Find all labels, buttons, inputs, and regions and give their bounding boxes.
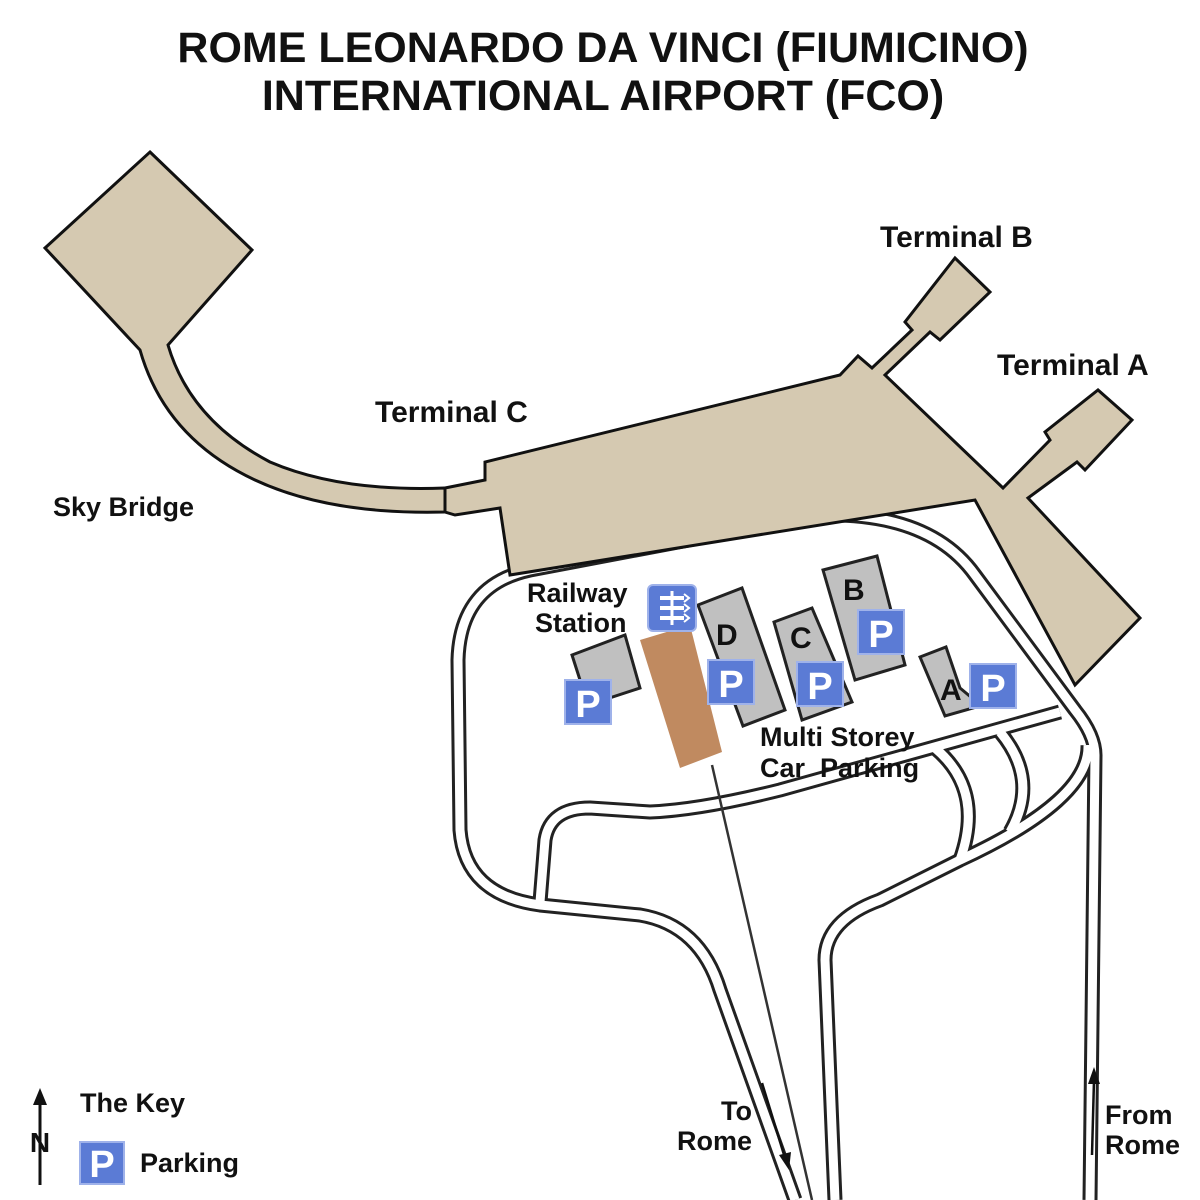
railway-station-icon[interactable] xyxy=(647,584,697,632)
railway-platform xyxy=(640,625,722,768)
from-rome-label-2: Rome xyxy=(1105,1130,1180,1160)
lot-d-label: D xyxy=(716,619,738,652)
to-rome-arrow-icon xyxy=(760,1082,791,1170)
svg-text:P: P xyxy=(807,666,832,708)
parking-icon[interactable]: P xyxy=(707,659,755,706)
parking-buildings xyxy=(570,554,983,728)
lot-b-label: B xyxy=(843,574,865,607)
sky-bridge-label: Sky Bridge xyxy=(53,492,194,522)
railway-station-label-1: Railway xyxy=(527,578,628,608)
sky-bridge-hub xyxy=(42,149,447,514)
car-park-label-1: Multi Storey xyxy=(760,722,915,752)
terminal-a-label: Terminal A xyxy=(997,349,1149,382)
key-parking-label: Parking xyxy=(140,1148,239,1178)
title-line-1: ROME LEONARDO DA VINCI (FIUMICINO) xyxy=(177,24,1028,72)
terminal-c-label: Terminal C xyxy=(375,396,528,429)
lot-a-label: A xyxy=(940,674,962,707)
terminal-b-label: Terminal B xyxy=(880,221,1033,254)
to-rome-label-2: Rome xyxy=(677,1126,752,1156)
terminal-c-building xyxy=(443,255,1143,688)
key-parking-icon: P xyxy=(79,1141,125,1186)
north-arrow-icon: N xyxy=(30,1088,50,1185)
parking-icon[interactable]: P xyxy=(564,679,612,726)
svg-text:P: P xyxy=(89,1144,114,1186)
railway-station-label-2: Station xyxy=(535,608,627,638)
parking-icon[interactable]: P xyxy=(969,663,1017,710)
road-network xyxy=(450,507,1103,1200)
svg-text:P: P xyxy=(980,668,1005,710)
railway-line xyxy=(710,764,814,1200)
svg-text:P: P xyxy=(868,614,893,656)
parking-icon[interactable]: P xyxy=(796,661,844,708)
to-rome-label-1: To xyxy=(721,1096,752,1126)
parking-icon[interactable]: P xyxy=(857,609,905,656)
title-line-2: INTERNATIONAL AIRPORT (FCO) xyxy=(262,72,944,120)
from-rome-arrow-icon xyxy=(1088,1067,1100,1156)
lot-c-label: C xyxy=(790,622,812,655)
key-title: The Key xyxy=(80,1088,185,1118)
car-park-label-2: Car Parking xyxy=(760,753,919,783)
from-rome-label-1: From xyxy=(1105,1100,1173,1130)
svg-text:P: P xyxy=(575,684,600,726)
terminal-complex xyxy=(42,149,1143,688)
svg-text:P: P xyxy=(718,664,743,706)
north-label: N xyxy=(30,1127,50,1158)
